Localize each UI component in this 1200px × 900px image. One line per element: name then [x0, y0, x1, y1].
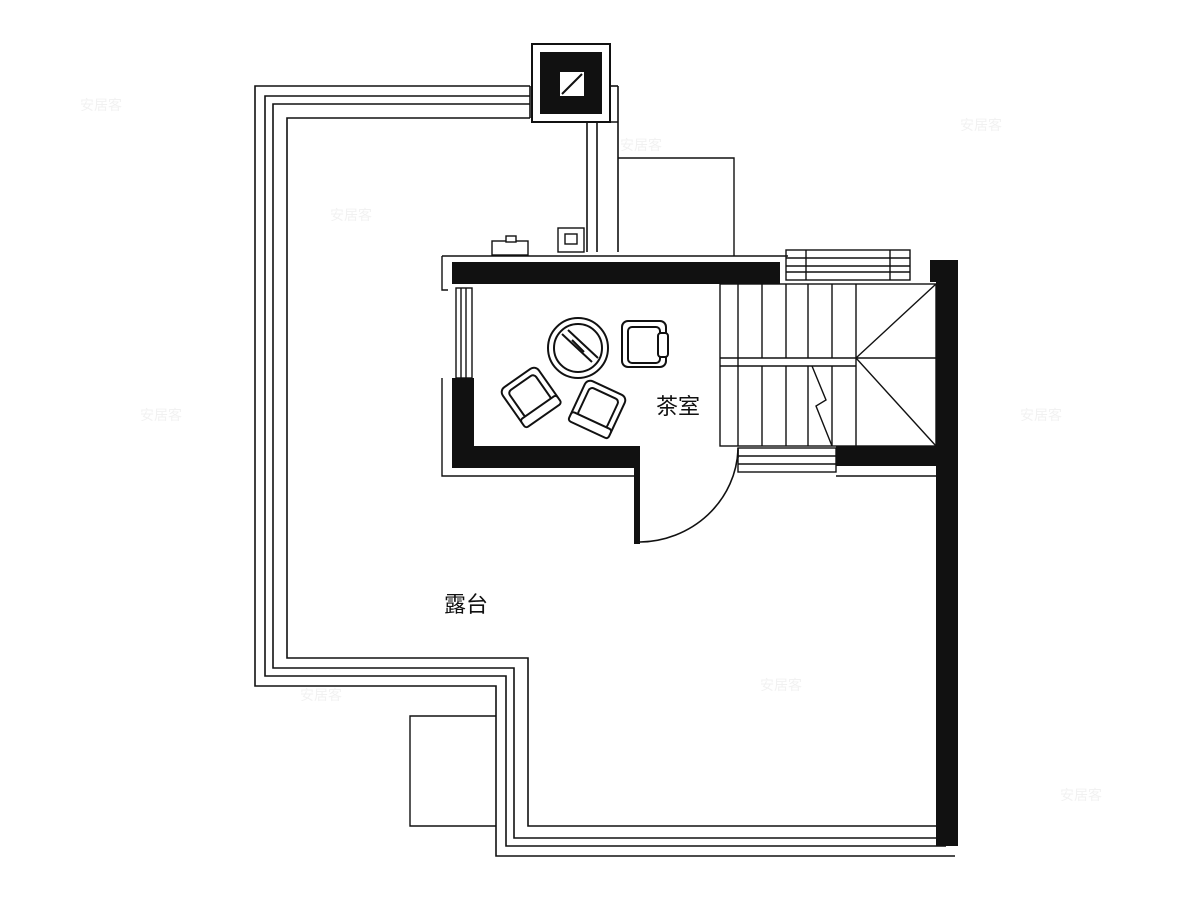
tea-room-walls [441, 255, 788, 544]
staircase [719, 283, 937, 447]
svg-text:安居客: 安居客 [960, 117, 1002, 134]
svg-text:安居客: 安居客 [1060, 787, 1102, 804]
svg-text:安居客: 安居客 [1020, 407, 1062, 424]
room-label-terrace: 露台 [444, 593, 488, 618]
armchair [621, 320, 669, 368]
watermark-layer: 安居客 安居客 安居客 安居客 安居客 安居客 安居客 安居客 安居客 [80, 97, 1102, 804]
svg-text:安居客: 安居客 [760, 677, 802, 694]
shaft-box [531, 43, 611, 123]
svg-text:安居客: 安居客 [620, 137, 662, 154]
lower-block [409, 715, 496, 827]
tea-table [547, 317, 609, 379]
stair-walls [737, 249, 958, 846]
room-label-tea-room: 茶室 [656, 395, 700, 420]
shaft-wall-lines [529, 85, 619, 252]
roof-block [618, 157, 735, 256]
armchair [500, 366, 562, 429]
rooftop-fixtures [491, 227, 585, 256]
svg-text:安居客: 安居客 [80, 97, 122, 114]
tea-room-window [455, 287, 473, 379]
tea-room-door [639, 448, 739, 543]
svg-text:安居客: 安居客 [140, 407, 182, 424]
svg-text:安居客: 安居客 [330, 207, 372, 224]
terrace-parapet [254, 85, 955, 857]
armchair [567, 379, 627, 440]
svg-text:安居客: 安居客 [300, 687, 342, 704]
